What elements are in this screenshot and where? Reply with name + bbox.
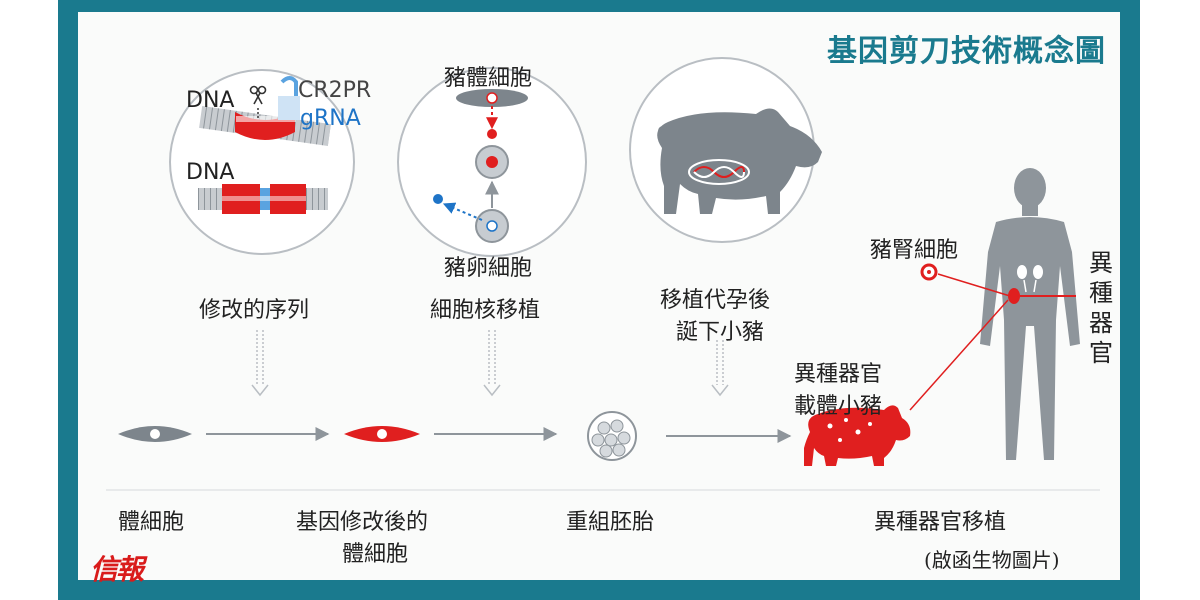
cr2pr-label: CR2PR bbox=[298, 78, 372, 103]
step-xenotransplantation: 異種器官移植 bbox=[874, 510, 1007, 535]
kidney-icon bbox=[1017, 265, 1043, 293]
pig-egg-cell-label: 豬卵細胞 bbox=[444, 256, 533, 281]
organ-pig-label-line2: 載體小豬 bbox=[794, 394, 883, 419]
surrogate-label-line1: 移植代孕後 bbox=[660, 288, 771, 313]
step-modified-cell-line2: 體細胞 bbox=[342, 542, 409, 567]
kidney-cell-icon bbox=[920, 263, 938, 281]
embryo-icon bbox=[587, 411, 637, 461]
organ-pig-label-line1: 異種器官 bbox=[794, 362, 883, 387]
red-pig-icon bbox=[804, 405, 911, 466]
diagram-canvas: 基因剪刀技術概念圖 DNA CR2PR gRNA DNA 修改的序列 豬體細胞 … bbox=[78, 12, 1120, 586]
step-reconstructed-embryo: 重組胚胎 bbox=[566, 510, 655, 535]
hkej-logo: 信報 bbox=[90, 553, 144, 586]
xenotransplant-organ-vertical-label: 異 種 器 官 bbox=[1089, 249, 1113, 367]
somatic-cell-red bbox=[344, 426, 420, 442]
gray-pig-icon bbox=[657, 108, 822, 214]
down-arrow-1 bbox=[251, 330, 269, 397]
down-arrow-2 bbox=[483, 330, 501, 397]
kidney-cell-connector bbox=[937, 273, 1011, 297]
page-title: 基因剪刀技術概念圖 bbox=[827, 34, 1106, 69]
grna-label: gRNA bbox=[300, 106, 361, 131]
dna-editing-circle bbox=[169, 69, 355, 255]
nuclear-transfer-circle bbox=[397, 67, 587, 257]
diagram-art bbox=[106, 57, 1100, 491]
pig-white-spots bbox=[827, 418, 872, 442]
pig-to-human-connector bbox=[909, 299, 1009, 411]
human-silhouette-icon bbox=[980, 168, 1080, 460]
dna-helix-icon bbox=[688, 159, 750, 185]
source-credit: (啟函生物圖片) bbox=[924, 548, 1060, 572]
dna-bottom-label: DNA bbox=[186, 160, 235, 185]
somatic-cell-gray bbox=[118, 426, 192, 442]
nuclear-transfer-label: 細胞核移植 bbox=[430, 298, 541, 323]
transplanted-kidney bbox=[1008, 288, 1020, 304]
surrogate-pig-circle bbox=[629, 57, 822, 243]
dna-top-label: DNA bbox=[186, 88, 235, 113]
scissors-icon bbox=[249, 85, 267, 105]
step-modified-cell-line1: 基因修改後的 bbox=[296, 510, 429, 535]
step-somatic-cell: 體細胞 bbox=[118, 510, 185, 535]
pig-kidney-cell-label: 豬腎細胞 bbox=[870, 238, 959, 263]
down-arrow-3 bbox=[711, 340, 729, 397]
modified-sequence-label: 修改的序列 bbox=[199, 298, 310, 323]
surrogate-label-line2: 誕下小豬 bbox=[676, 320, 765, 345]
pig-somatic-cell-label: 豬體細胞 bbox=[444, 66, 533, 91]
